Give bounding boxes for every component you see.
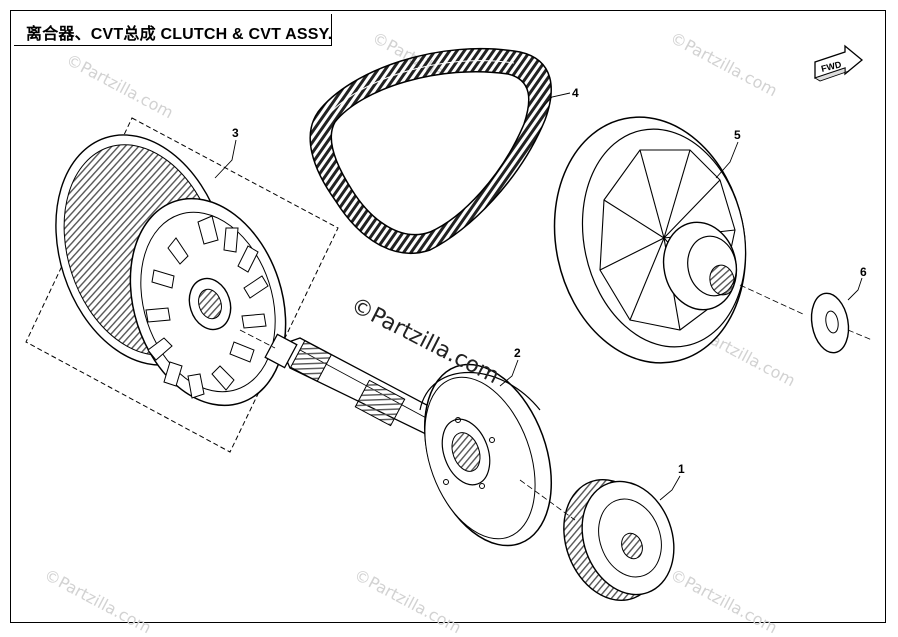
fwd-label: FWD	[820, 59, 843, 74]
diagram-title: 离合器、CVT总成 CLUTCH & CVT ASSY.	[26, 26, 333, 43]
callout-1: 1	[678, 462, 685, 476]
driven-clutch	[553, 116, 747, 364]
callout-4: 4	[572, 86, 579, 100]
drive-clutch-assembly	[25, 117, 339, 453]
centrifugal-clutch	[563, 478, 675, 602]
callout-3: 3	[232, 126, 239, 140]
clutch-drum-with-shaft	[264, 333, 553, 547]
callout-6: 6	[860, 265, 867, 279]
callout-5: 5	[734, 128, 741, 142]
title-box	[14, 14, 332, 46]
diagram-frame	[10, 10, 886, 623]
washer	[810, 292, 850, 354]
callout-leaders	[214, 92, 863, 501]
fwd-arrow-icon: FWD	[814, 44, 864, 82]
drive-belt	[309, 47, 552, 254]
callout-2: 2	[514, 346, 521, 360]
assembly-axis	[239, 284, 873, 521]
